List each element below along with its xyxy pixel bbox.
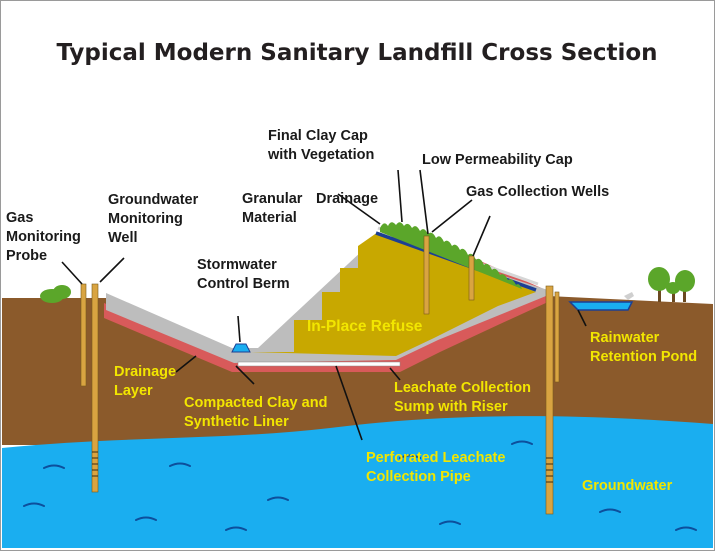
label-stormwater-berm: Stormwater Control Berm bbox=[197, 257, 290, 292]
trees-right bbox=[648, 267, 695, 302]
label-granular: Granular Material bbox=[242, 191, 306, 226]
groundwater-layer bbox=[2, 416, 713, 548]
leachate-pipe bbox=[237, 361, 401, 367]
gas-well-1 bbox=[423, 235, 430, 315]
retention-pond bbox=[568, 301, 634, 311]
gas-well-2 bbox=[468, 255, 475, 301]
label-leachate-sump: Leachate Collection Sump with Riser bbox=[394, 380, 535, 415]
water-ripples bbox=[23, 440, 697, 531]
label-gas-wells: Gas Collection Wells bbox=[466, 184, 609, 200]
label-gas-probe: Gas Monitoring Probe bbox=[6, 210, 85, 264]
page-title: Typical Modern Sanitary Landfill Cross S… bbox=[56, 40, 657, 66]
bush-left bbox=[40, 285, 71, 303]
label-drainage-layer: Drainage Layer bbox=[114, 364, 180, 399]
riser-side-pipe bbox=[554, 291, 560, 383]
stormwater-berm bbox=[231, 343, 251, 353]
label-low-perm: Low Permeability Cap bbox=[422, 152, 573, 168]
pond-outlet-icon bbox=[624, 292, 634, 300]
label-refuse: In-Place Refuse bbox=[307, 318, 423, 335]
well-screens bbox=[92, 451, 553, 483]
label-final-cap: Final Clay Cap with Vegetation bbox=[267, 128, 374, 163]
groundwater-well-left bbox=[91, 283, 99, 493]
pointer-lines bbox=[61, 169, 587, 441]
leachate-riser bbox=[545, 285, 554, 515]
label-groundwater: Groundwater bbox=[582, 478, 673, 494]
label-drainage-word: Drainage bbox=[316, 191, 378, 207]
label-rain-pond: Rainwater Retention Pond bbox=[590, 330, 697, 365]
label-gw-well: Groundwater Monitoring Well bbox=[108, 192, 202, 246]
gas-monitoring-probe bbox=[80, 283, 87, 387]
label-perforated-pipe: Perforated Leachate Collection Pipe bbox=[366, 450, 509, 485]
cap-vegetation bbox=[380, 222, 522, 289]
label-liner: Compacted Clay and Synthetic Liner bbox=[184, 395, 331, 430]
refuse-mass bbox=[250, 232, 536, 356]
